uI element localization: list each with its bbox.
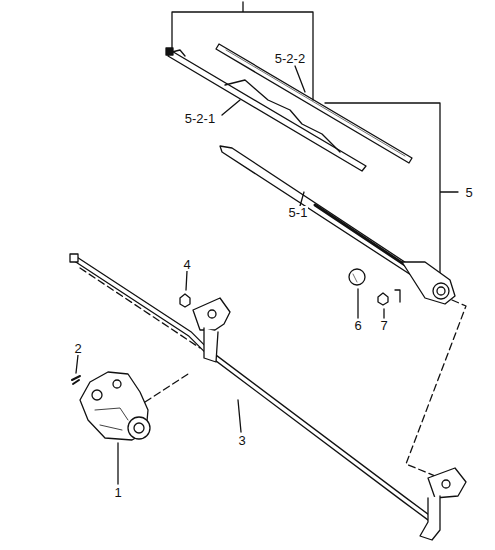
pivot-hole xyxy=(442,480,450,488)
callout-number: 5-1 xyxy=(288,206,309,219)
callout-number: 5 xyxy=(464,186,473,199)
leader-line xyxy=(383,309,384,318)
blade-frame-detail xyxy=(172,50,340,152)
leader-line xyxy=(357,289,358,318)
callout-number: 5-2-2 xyxy=(274,52,306,65)
motor-mount xyxy=(113,380,121,388)
motor-mount xyxy=(92,390,102,400)
blade-edge xyxy=(226,50,405,156)
assembly-line xyxy=(406,300,466,478)
nut xyxy=(180,294,190,307)
arm-pivot-hole xyxy=(437,287,445,295)
leader-line xyxy=(222,100,240,115)
callout-number: 6 xyxy=(353,319,362,332)
callout-number: 1 xyxy=(113,486,122,499)
assembly-line xyxy=(145,374,188,402)
callout-number: 7 xyxy=(379,319,388,332)
blade-end xyxy=(166,48,173,55)
leader-line xyxy=(238,400,241,432)
pivot-plate xyxy=(428,468,466,498)
leader-line xyxy=(117,443,118,484)
cap-detail xyxy=(353,274,357,282)
blade-frame xyxy=(168,50,366,171)
bracket-line xyxy=(172,2,313,100)
blade-refill xyxy=(216,44,412,163)
rod-end xyxy=(70,254,78,262)
leader-line xyxy=(300,192,304,206)
leader-line xyxy=(295,66,305,92)
link-rod-inner xyxy=(74,258,432,520)
callout-number: 5-2-1 xyxy=(184,112,216,125)
screw xyxy=(72,376,80,384)
callout-number: 4 xyxy=(182,258,191,271)
assembly-line xyxy=(80,268,200,348)
arm-pivot xyxy=(433,283,449,299)
pivot-shaft xyxy=(420,496,440,540)
motor-end-cap-inner xyxy=(134,423,144,433)
motor-end-cap xyxy=(128,417,150,439)
callout-number: 2 xyxy=(73,342,82,355)
assembly-tick xyxy=(395,290,400,302)
wiper-arm xyxy=(220,146,432,286)
pivot-plate xyxy=(193,298,230,330)
leader-line xyxy=(186,271,187,290)
nut xyxy=(378,293,388,305)
arm-head xyxy=(402,262,455,304)
pivot-shaft xyxy=(204,328,218,362)
cap xyxy=(349,269,365,285)
pivot-hole xyxy=(208,310,216,318)
link-rod-outer xyxy=(74,258,432,520)
leader-line xyxy=(76,355,78,373)
motor-detail xyxy=(95,408,128,430)
callout-number: 3 xyxy=(237,434,246,447)
